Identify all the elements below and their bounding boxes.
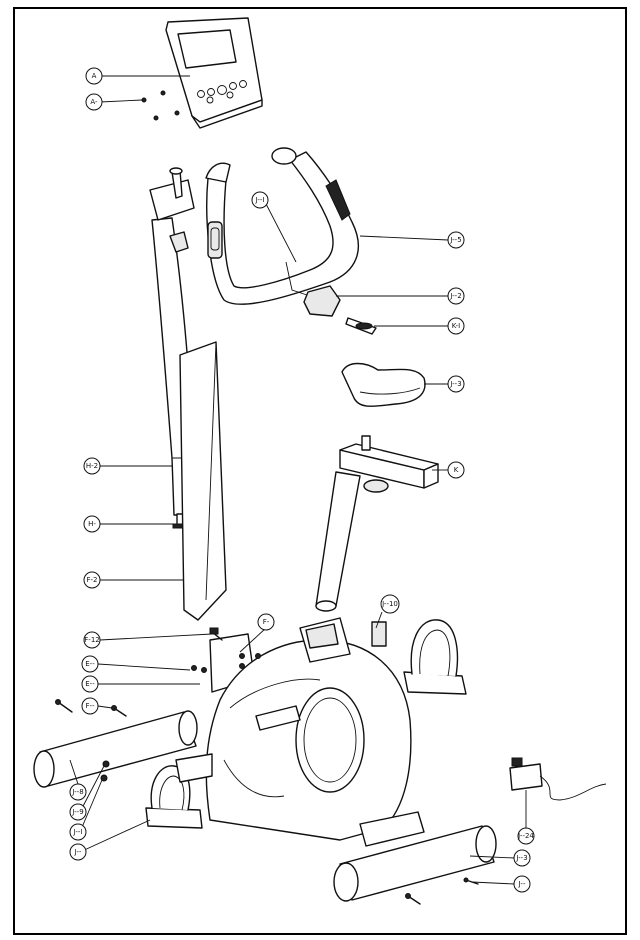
callout-F3: F--: [81, 697, 99, 715]
svg-text:H-2: H-2: [86, 462, 98, 470]
seat: [341, 362, 426, 407]
svg-text:J--10: J--10: [381, 600, 398, 608]
front-stabilizer: [33, 710, 198, 788]
svg-text:J--I: J--I: [73, 828, 83, 836]
callout-J13: J--3: [513, 849, 531, 867]
handlebar-clamp: [303, 285, 341, 317]
svg-text:A: A: [92, 72, 97, 80]
hardware-bolts: [55, 627, 479, 905]
handlebar: [205, 147, 360, 305]
svg-text:K: K: [454, 466, 459, 474]
svg-text:E--: E--: [85, 660, 95, 668]
svg-text:J--8: J--8: [71, 788, 83, 796]
callout-J5: J--5: [447, 231, 465, 249]
svg-text:F-2: F-2: [86, 576, 97, 584]
svg-text:F-12: F-12: [84, 636, 99, 644]
callout-H1: H-: [83, 515, 101, 533]
callout-J12: J--: [69, 843, 87, 861]
svg-text:J--5: J--5: [449, 236, 461, 244]
svg-text:F--: F--: [85, 702, 95, 710]
callout-A1: A-: [85, 93, 103, 111]
adjustment-knob: [345, 317, 377, 335]
svg-text:J--: J--: [518, 880, 526, 888]
svg-text:H-: H-: [88, 520, 96, 528]
rear-stabilizer: [333, 825, 497, 902]
callout-K: K: [447, 461, 465, 479]
svg-text:A-: A-: [90, 98, 98, 106]
svg-text:J--3: J--3: [449, 380, 461, 388]
callout-J14: J--: [513, 875, 531, 893]
console-display: [165, 17, 263, 129]
callout-A: A: [85, 67, 103, 85]
power-adapter: [509, 757, 607, 801]
svg-text:J--I: J--I: [255, 196, 265, 204]
svg-text:E--: E--: [85, 680, 95, 688]
callout-J9: J--9: [69, 803, 87, 821]
callout-E1: E--: [81, 655, 99, 673]
callout-J4: J--I: [251, 191, 269, 209]
svg-text:J--24: J--24: [517, 832, 534, 840]
callout-labels: A A- J--I J--5 J--2 K-I J--3 K H-2 H- F-…: [69, 67, 535, 893]
svg-text:J--: J--: [74, 848, 82, 856]
callout-H2: H-2: [83, 457, 101, 475]
svg-text:J--3: J--3: [515, 854, 527, 862]
callout-E2: E--: [81, 675, 99, 693]
callout-J24: J--24: [517, 827, 535, 845]
svg-text:F-: F-: [263, 618, 270, 626]
callout-J2: J--2: [447, 287, 465, 305]
callout-F2: F-2: [83, 571, 101, 589]
post-cover: [179, 341, 227, 621]
callout-J11: J--I: [69, 823, 87, 841]
callout-F1: F-: [257, 613, 275, 631]
svg-text:J--9: J--9: [71, 808, 83, 816]
console-screws: [141, 90, 180, 121]
callout-J10: J--10: [380, 594, 400, 614]
right-pedal: [371, 619, 467, 695]
callout-K1: K-I: [447, 317, 465, 335]
seat-post: [315, 471, 361, 612]
callout-J3: J--3: [447, 375, 465, 393]
svg-text:J--2: J--2: [449, 292, 461, 300]
main-frame: [175, 617, 425, 847]
svg-text:K-I: K-I: [452, 322, 460, 330]
callout-J8: J--8: [69, 783, 87, 801]
callout-F12: F-12: [83, 631, 101, 649]
drawing-frame: [13, 7, 627, 935]
